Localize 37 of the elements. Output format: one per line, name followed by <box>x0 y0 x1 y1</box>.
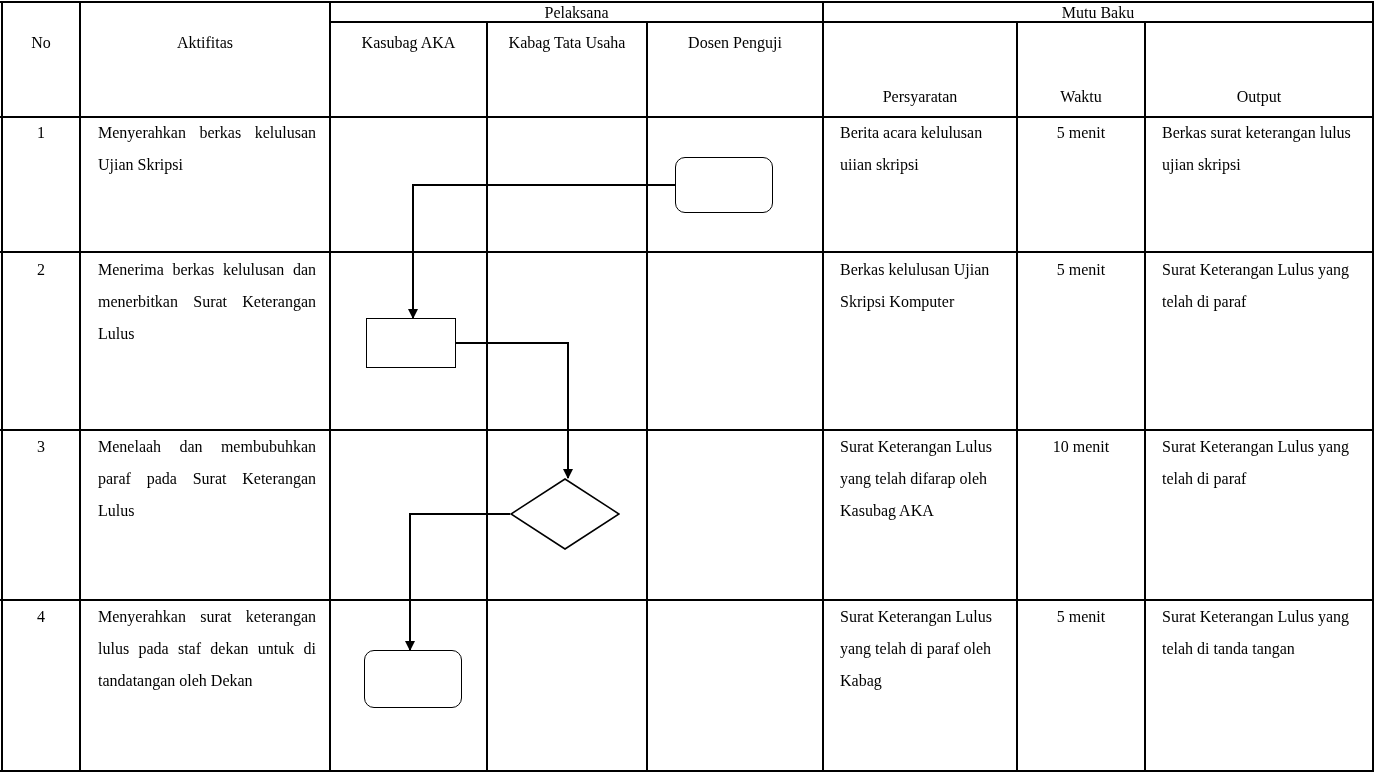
table-cell-text: Berkas surat keterangan lulus ujian skripsi <box>1162 123 1352 176</box>
decision-diamond <box>510 478 620 550</box>
table-cell-text: Berkas kelulusan Ujian Skripsi Komputer <box>840 260 991 313</box>
table-cell-text: Surat Keterangan Lulus yang telah di tanda tangan <box>1162 607 1351 660</box>
table-cell-text: Menerima berkas kelulusan dan menerbitkan Surat Keterangan Lulus <box>98 260 316 344</box>
column-header: Persyaratan <box>881 87 959 108</box>
row-number: 2 <box>36 260 46 280</box>
table-cell-text: Surat Keterangan Lulus yang telah di paraf <box>1162 260 1351 313</box>
table-cell-text: Surat Keterangan Lulus yang telah di paraf <box>1162 437 1351 490</box>
rounded-process-box <box>675 157 773 213</box>
arrow <box>455 342 573 479</box>
row-number: 4 <box>36 607 46 627</box>
column-header: Output <box>1235 87 1283 108</box>
table-cell-text: 5 menit <box>1055 260 1107 280</box>
table-cell-text: Menelaah dan membubuhkan paraf pada Surat Keterangan Lulus <box>98 437 316 521</box>
column-header: Waktu <box>1059 87 1103 107</box>
table-cell-text: 5 menit <box>1055 607 1107 627</box>
table-cell-text: Surat Keterangan Lulus yang telah di paraf oleh Kabag <box>840 607 993 692</box>
table-cell-text: Menyerahkan surat keterangan lulus pada staf dekan untuk di tandatangan oleh Dekan <box>98 607 316 692</box>
column-header: Dosen Penguji <box>687 33 783 54</box>
column-header: Kabag Tata Usaha <box>507 33 627 54</box>
table-cell-text: Menyerahkan berkas kelulusan Ujian Skripsi <box>98 123 316 176</box>
group-header: Pelaksana <box>543 3 610 23</box>
row-number: 3 <box>36 437 46 457</box>
table-cell-text: 5 menit <box>1055 123 1107 143</box>
table-cell-text: Surat Keterangan Lulus yang telah difarap oleh Kasubag AKA <box>840 437 993 522</box>
table-cell-text: Berita acara kelulusan uiian skripsi <box>840 123 984 176</box>
column-header: Kasubag AKA <box>360 33 457 54</box>
arrow <box>408 184 676 319</box>
arrow <box>405 513 511 651</box>
process-box <box>366 318 456 368</box>
rounded-process-box <box>364 650 462 708</box>
column-header: No <box>30 33 52 53</box>
group-header: Mutu Baku <box>1060 3 1136 23</box>
table-cell-text: 10 menit <box>1051 437 1111 457</box>
column-header: Aktifitas <box>176 33 234 53</box>
row-number: 1 <box>36 123 46 143</box>
